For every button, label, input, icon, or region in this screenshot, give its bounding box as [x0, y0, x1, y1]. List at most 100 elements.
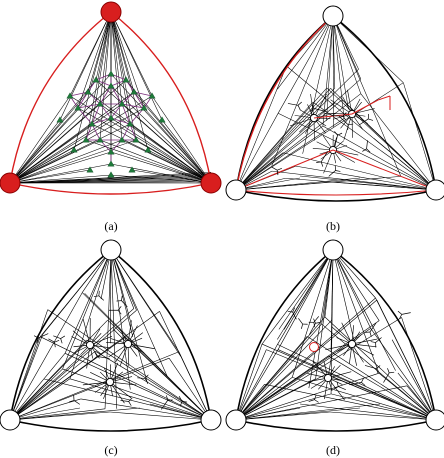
inner-edge: [85, 123, 93, 141]
edge: [369, 322, 377, 333]
edge: [347, 89, 353, 115]
edge: [121, 300, 128, 308]
corner-node-right: [200, 409, 222, 431]
edge: [93, 356, 98, 360]
edge: [235, 403, 381, 421]
edge: [110, 11, 163, 121]
edge: [82, 381, 111, 386]
inner-edge: [121, 103, 145, 109]
panel-c: [0, 239, 222, 432]
inner-edge: [129, 107, 145, 125]
triangle-marker: [107, 114, 115, 121]
edge: [332, 15, 336, 89]
edge: [168, 358, 212, 421]
hub-node: [323, 373, 333, 383]
edge: [135, 139, 212, 184]
hub-node: [123, 339, 133, 349]
triangle-marker: [144, 146, 152, 153]
hub-node: [347, 339, 357, 349]
edge: [313, 322, 316, 328]
edge: [271, 15, 334, 166]
edge: [9, 407, 141, 421]
edge: [109, 381, 125, 404]
edge: [235, 101, 313, 191]
edge: [110, 151, 212, 184]
edge: [235, 385, 407, 421]
edge: [117, 306, 122, 311]
inner-edge: [77, 107, 93, 125]
edge: [368, 118, 374, 121]
edge: [315, 322, 321, 324]
edge: [40, 249, 112, 337]
edge: [235, 297, 376, 421]
edge: [287, 103, 299, 106]
edge: [80, 398, 212, 421]
edge: [97, 356, 110, 359]
edge: [313, 108, 327, 112]
corner-node-top: [322, 239, 344, 261]
triangle-marker: [96, 100, 104, 107]
edge: [261, 343, 437, 421]
edge: [144, 374, 149, 379]
edge: [109, 411, 212, 421]
edge: [128, 397, 133, 402]
edge: [125, 79, 212, 184]
edge: [333, 386, 339, 390]
edge: [47, 309, 212, 421]
triangle-marker: [88, 120, 96, 127]
edge: [235, 323, 322, 421]
edge: [313, 316, 320, 323]
edge: [322, 125, 437, 191]
inner-edge: [129, 123, 137, 141]
edge: [110, 11, 137, 141]
inner-edge: [133, 91, 153, 97]
edge: [109, 381, 132, 399]
edge: [69, 378, 212, 421]
edge: [107, 319, 212, 421]
edge: [299, 175, 437, 191]
edge: [370, 328, 437, 421]
corner-node-top: [100, 239, 122, 261]
edge: [9, 85, 112, 184]
edge: [332, 15, 349, 110]
edge: [235, 88, 331, 191]
edge: [117, 310, 122, 315]
edge: [277, 113, 437, 191]
corner-node-right: [425, 409, 444, 431]
edge: [110, 249, 180, 352]
outer-edge-right: [332, 15, 437, 191]
hub-node: [105, 377, 115, 387]
edge: [297, 105, 301, 110]
corner-node-top: [100, 1, 122, 23]
edge: [128, 401, 132, 406]
edge: [277, 344, 437, 421]
edge: [311, 103, 315, 109]
outer-edge-left: [9, 11, 112, 184]
edge: [235, 299, 378, 421]
edge: [73, 400, 81, 405]
triangle-marker: [92, 76, 100, 83]
edge: [60, 338, 63, 344]
triangle-marker: [107, 171, 115, 178]
edge: [235, 65, 287, 191]
edge: [329, 181, 437, 191]
edge: [342, 112, 347, 117]
edge: [330, 393, 437, 421]
inner-edge: [77, 91, 89, 109]
edge: [312, 101, 437, 191]
edge: [235, 349, 279, 421]
edge: [314, 394, 317, 400]
edge: [320, 161, 324, 167]
edge: [9, 311, 160, 421]
outer-edge-bottom: [235, 189, 437, 202]
edge: [313, 102, 336, 119]
edge: [351, 338, 378, 345]
triangle-marker: [148, 92, 156, 99]
outer-edge-right: [332, 249, 437, 421]
edge: [9, 408, 106, 421]
edge: [361, 382, 366, 386]
edge: [182, 401, 188, 403]
edge: [54, 340, 60, 343]
edge: [282, 152, 437, 191]
edge: [366, 140, 368, 149]
